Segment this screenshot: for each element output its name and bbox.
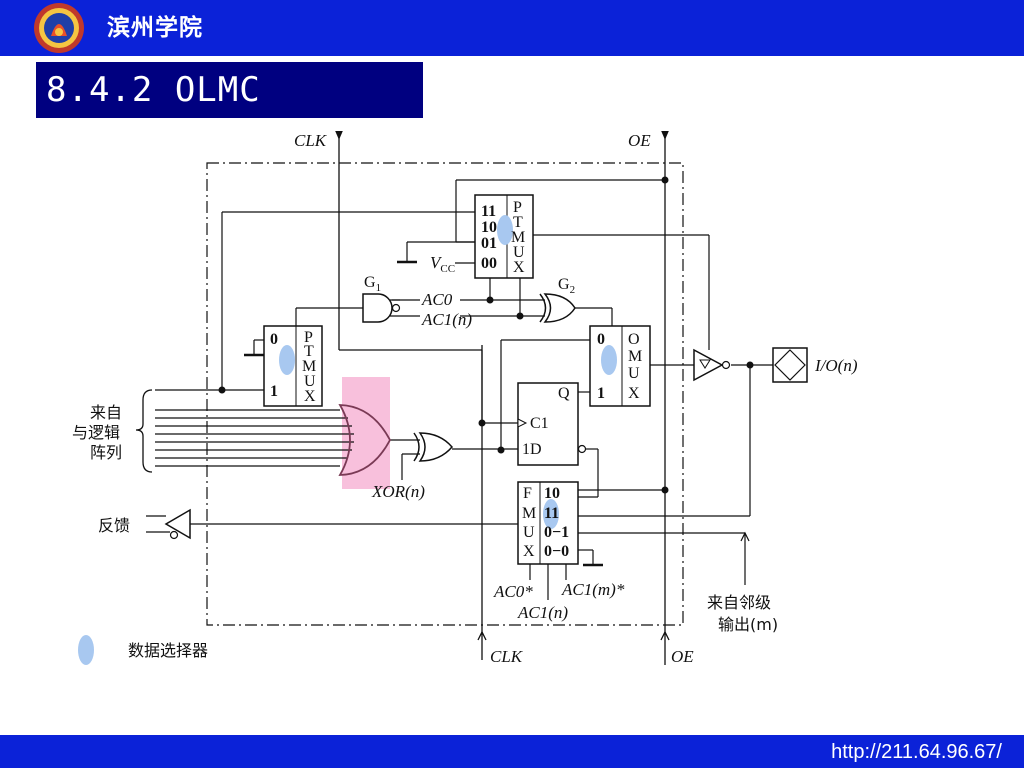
- ptmux-left-name-x: X: [304, 388, 316, 405]
- ac0-star-label: AC0*: [493, 582, 533, 601]
- io-pin: [772, 347, 808, 383]
- and-array-label-2: 与逻辑: [72, 423, 120, 442]
- ptmux-left-name-u: U: [304, 373, 316, 390]
- oe-top-label: OE: [628, 131, 651, 150]
- omux-name-m: M: [628, 348, 642, 365]
- ptmux-top-name-p: P: [513, 199, 522, 216]
- neighbor-label-1: 来自邻级: [707, 593, 771, 612]
- and-array-label-3: 阵列: [90, 443, 122, 462]
- clk-top-label: CLK: [294, 131, 328, 150]
- omux-in-1: 1: [597, 385, 605, 402]
- dff-c1: C1: [530, 415, 549, 432]
- or-gate: [338, 404, 392, 476]
- ptmux-top-in-10: 10: [481, 219, 497, 236]
- footer-bar: http://211.64.96.67/: [0, 735, 1024, 768]
- dff-d: 1D: [522, 441, 542, 458]
- fmux-in-10: 10: [544, 485, 560, 502]
- neighbor-label-2: 输出(m): [718, 615, 778, 634]
- footer-url[interactable]: http://211.64.96.67/: [831, 741, 1002, 763]
- feedback-label: 反馈: [98, 516, 130, 535]
- and-array-brace: [135, 389, 153, 473]
- tristate-buffer: [693, 348, 724, 382]
- ptmux-left-in-0: 0: [270, 331, 278, 348]
- ac0-label: AC0: [421, 290, 453, 309]
- omux-name-o: O: [628, 331, 640, 348]
- ptmux-top-in-00: 00: [481, 255, 497, 272]
- slide-title-box: 8.4.2 OLMC: [36, 62, 423, 118]
- ptmux-top-name-m: M: [511, 229, 525, 246]
- ptmux-left-name-t: T: [304, 343, 314, 360]
- fmux-name-f: F: [523, 485, 532, 502]
- omux-in-0: 0: [597, 331, 605, 348]
- fmux-name-u: U: [523, 524, 535, 541]
- feedback-buffer: [164, 508, 191, 540]
- header-bar: 滨州学院: [0, 0, 1024, 56]
- g1-label: G1: [364, 274, 381, 294]
- legend-label: 数据选择器: [128, 641, 208, 660]
- g2-gate: [543, 293, 576, 323]
- slide-title: 8.4.2 OLMC: [46, 70, 261, 110]
- ac1n-label: AC1(n): [421, 310, 472, 329]
- omux-name-u: U: [628, 365, 640, 382]
- ptmux-top-name-t: T: [513, 214, 523, 231]
- ac1n-bottom-label: AC1(n): [517, 603, 568, 622]
- d-flip-flop: [517, 382, 579, 466]
- ptmux-left-in-1: 1: [270, 383, 278, 400]
- wiring: [155, 179, 773, 600]
- and-array-label-1: 来自: [90, 403, 122, 422]
- ptmux-top-in-11: 11: [481, 203, 496, 220]
- mux-marker-fmux: [543, 499, 559, 529]
- junction-dots: [218, 176, 754, 494]
- fmux-name-m: M: [522, 505, 536, 522]
- ptmux-top-in-01: 01: [481, 235, 497, 252]
- xor-gate: [418, 432, 453, 462]
- dff-q: Q: [558, 385, 570, 402]
- g1-and-gate: [362, 293, 393, 323]
- ptmux-top-name-u: U: [513, 244, 525, 261]
- fmux-name-x: X: [523, 543, 535, 560]
- omux-name-x: X: [628, 385, 640, 402]
- olmc-boundary: [206, 162, 684, 626]
- school-logo-icon: [34, 3, 84, 53]
- ptmux-top-name-x: X: [513, 259, 525, 276]
- legend-marker: [78, 635, 94, 665]
- vcc-label: VCC: [430, 253, 455, 275]
- school-name: 滨州学院: [107, 15, 203, 41]
- clk-bottom-label: CLK: [490, 647, 524, 666]
- oe-bottom-label: OE: [671, 647, 694, 666]
- ac1m-star-label: AC1(m)*: [561, 580, 625, 599]
- mux-marker-omux: [601, 345, 617, 375]
- xor-label: XOR(n): [371, 482, 425, 501]
- mux-marker-left: [279, 345, 295, 375]
- mux-marker-top: [497, 215, 513, 245]
- fmux-in-0-0: 0−0: [544, 543, 569, 560]
- ptmux-left-name-p: P: [304, 329, 313, 346]
- omux: [589, 325, 651, 407]
- g2-label: G2: [558, 276, 575, 296]
- fmux-in-0-1: 0−1: [544, 524, 569, 541]
- ptmux-left-name-m: M: [302, 358, 316, 375]
- fmux-in-11: 11: [544, 505, 559, 522]
- io-label: I/O(n): [814, 356, 858, 375]
